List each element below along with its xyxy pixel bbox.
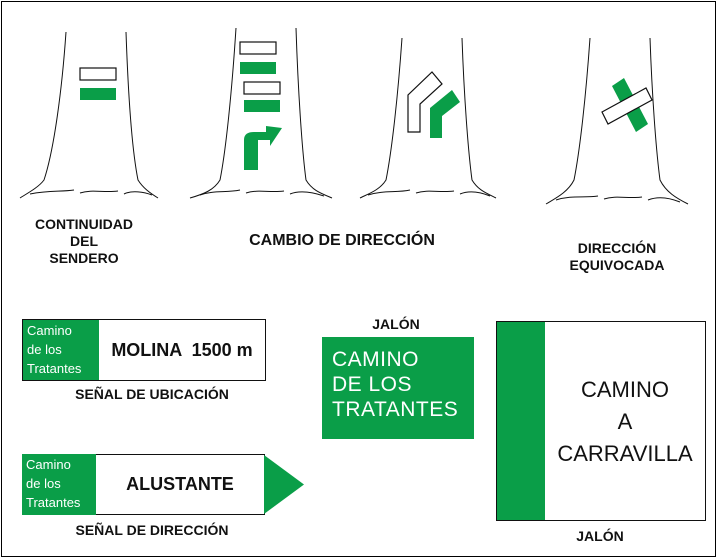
tree-trunk-wrong-direction bbox=[545, 37, 689, 205]
jalon-line: TRATANTES bbox=[332, 398, 459, 421]
location-sign-caption: SEÑAL DE UBICACIÓN bbox=[75, 386, 229, 402]
white-stripe-mark bbox=[79, 67, 117, 81]
panel-line: Camino bbox=[27, 323, 72, 338]
tree-trunk-direction-change bbox=[189, 27, 333, 199]
white-stripe-mark bbox=[243, 81, 281, 95]
white-bent-stripe-mark bbox=[407, 71, 443, 133]
direction-sign-panel: Camino de los Tratantes bbox=[22, 454, 96, 515]
location-sign-panel: Camino de los Tratantes bbox=[23, 320, 99, 380]
label-direction-change: CAMBIO DE DIRECCIÓN bbox=[249, 232, 435, 249]
green-stripe-mark bbox=[240, 62, 276, 74]
jalon-line: CAMINO bbox=[332, 348, 419, 371]
white-stripe-mark bbox=[239, 41, 277, 55]
label-line: EQUIVOCADA bbox=[569, 257, 665, 273]
panel-line: de los bbox=[27, 342, 62, 357]
jalon-green-stripe bbox=[497, 322, 545, 520]
tree-trunk-continuity bbox=[19, 31, 159, 199]
direction-sign-caption: SEÑAL DE DIRECCIÓN bbox=[75, 522, 229, 538]
jalon-line: CARRAVILLA bbox=[557, 441, 693, 466]
label-line: SENDERO bbox=[49, 250, 119, 266]
direction-sign-text: ALUSTANTE bbox=[126, 474, 234, 494]
label-line: CONTINUIDAD bbox=[35, 216, 133, 232]
tree-trunk-direction-change-2 bbox=[359, 37, 497, 199]
jalon-line: A bbox=[617, 409, 633, 434]
jalon-line: CAMINO bbox=[581, 377, 669, 402]
jalon-white-caption: JALÓN bbox=[576, 528, 624, 544]
jalon-green-sign: CAMINO DE LOS TRATANTES bbox=[322, 337, 474, 439]
jalon-white-sign: CAMINO A CARRAVILLA bbox=[496, 321, 706, 521]
green-turn-arrow-icon bbox=[244, 126, 282, 170]
panel-line: de los bbox=[26, 476, 61, 491]
panel-line: Tratantes bbox=[27, 361, 82, 376]
location-sign-text: MOLINA 1500 m bbox=[111, 339, 253, 360]
label-line: DEL bbox=[70, 233, 98, 249]
jalon-line: DE LOS bbox=[332, 373, 413, 396]
location-sign: Camino de los Tratantes MOLINA 1500 m bbox=[22, 319, 266, 381]
label-line: DIRECCIÓN bbox=[577, 240, 657, 256]
white-cross-stripe-mark bbox=[601, 87, 653, 125]
direction-sign: Camino de los Tratantes ALUSTANTE bbox=[22, 454, 308, 516]
green-stripe-mark bbox=[244, 100, 280, 112]
panel-line: Tratantes bbox=[26, 495, 81, 510]
label-wrong-direction: DIRECCIÓN EQUIVOCADA bbox=[550, 240, 684, 274]
label-continuity: CONTINUIDAD DEL SENDERO bbox=[20, 216, 148, 267]
green-stripe-mark bbox=[80, 88, 116, 100]
panel-line: Camino bbox=[26, 457, 71, 472]
jalon-green-caption: JALÓN bbox=[372, 316, 420, 332]
green-bent-stripe-mark bbox=[430, 90, 460, 138]
jalon-white-text: CAMINO A CARRAVILLA bbox=[545, 374, 705, 470]
